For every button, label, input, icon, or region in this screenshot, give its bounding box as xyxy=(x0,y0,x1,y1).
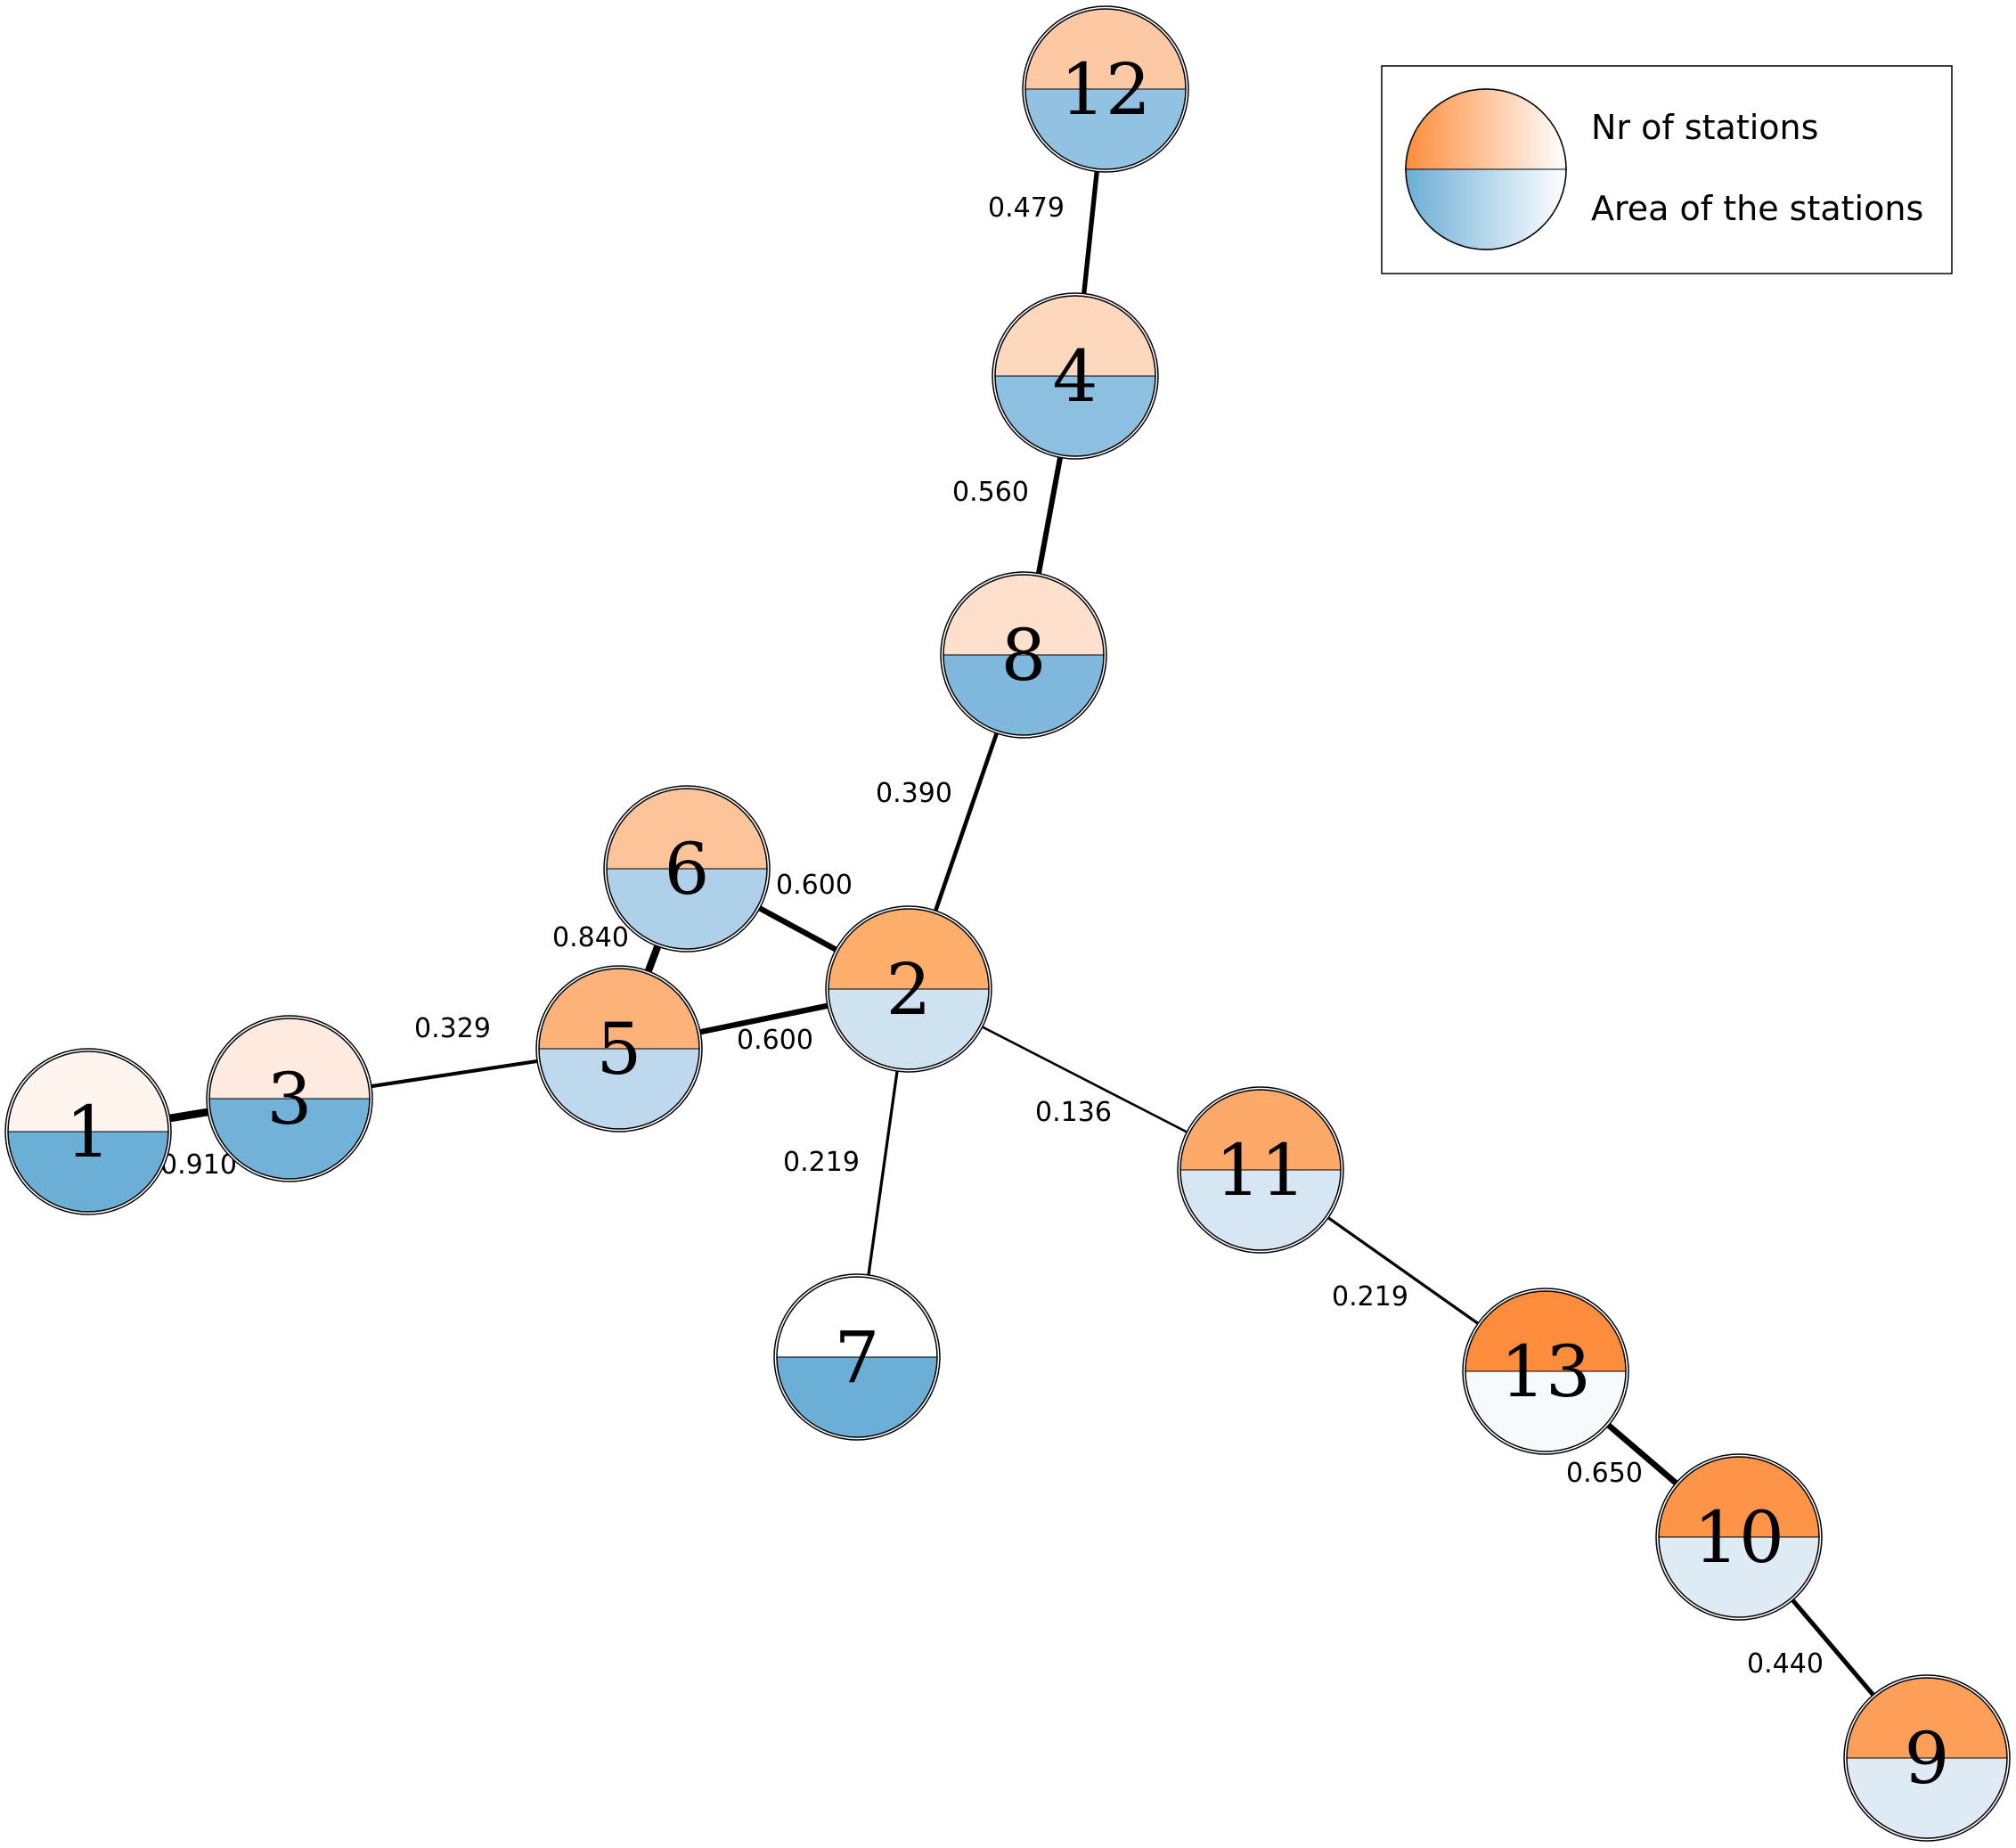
legend-swatch xyxy=(1405,88,1567,250)
node-5-label: 5 xyxy=(597,1008,642,1091)
node-13-bottom-half xyxy=(1465,1371,1626,1451)
node-7: 7 xyxy=(773,1273,941,1441)
node-3-bottom-half xyxy=(209,1099,370,1179)
legend-top-label: Nr of stations xyxy=(1591,108,1818,147)
node-1-top-half xyxy=(8,1051,168,1132)
edge-label-8-4: 0.560 xyxy=(952,477,1029,508)
node-3-top-half xyxy=(209,1018,370,1099)
legend-swatch-bottom xyxy=(1406,169,1566,249)
node-1-label: 1 xyxy=(66,1091,111,1173)
node-13: 13 xyxy=(1462,1288,1629,1455)
node-8-label: 8 xyxy=(1001,614,1047,697)
node-10-bottom-half xyxy=(1659,1537,1819,1617)
node-1: 1 xyxy=(4,1048,172,1215)
edge-label-2-7: 0.219 xyxy=(783,1147,860,1178)
node-5-inner-ring xyxy=(538,968,700,1130)
node-12: 12 xyxy=(1022,5,1189,173)
node-11-inner-ring xyxy=(1179,1089,1342,1251)
node-11-top-half xyxy=(1180,1090,1341,1170)
edge-label-6-2: 0.600 xyxy=(776,870,853,901)
node-3-label: 3 xyxy=(267,1058,313,1141)
node-1-bottom-half xyxy=(8,1132,168,1212)
edge-label-5-2: 0.600 xyxy=(737,1025,813,1056)
node-11-bottom-half xyxy=(1180,1170,1341,1250)
node-4-label: 4 xyxy=(1053,335,1098,418)
node-5-top-half xyxy=(539,969,699,1049)
node-10-label: 10 xyxy=(1694,1496,1784,1579)
node-9-inner-ring xyxy=(1846,1677,2008,1839)
node-13-top-half xyxy=(1465,1291,1626,1371)
node-7-label: 7 xyxy=(835,1316,880,1399)
node-2-inner-ring xyxy=(828,908,990,1070)
node-9: 9 xyxy=(1843,1674,2011,1842)
node-2-top-half xyxy=(828,909,989,989)
node-13-inner-ring xyxy=(1465,1290,1627,1452)
legend-swatch-top xyxy=(1406,89,1566,169)
node-5-bottom-half xyxy=(539,1049,699,1129)
node-8-top-half xyxy=(943,575,1104,655)
node-6-inner-ring xyxy=(606,788,768,950)
node-11: 11 xyxy=(1177,1086,1344,1254)
node-12-bottom-half xyxy=(1025,89,1186,169)
edge-label-4-12: 0.479 xyxy=(988,192,1065,224)
node-4: 4 xyxy=(992,292,1159,460)
edge-label-2-11: 0.136 xyxy=(1035,1097,1112,1128)
node-4-bottom-half xyxy=(995,376,1155,456)
node-2-bottom-half xyxy=(828,989,989,1069)
legend-bottom-label: Area of the stations xyxy=(1591,189,1923,228)
node-9-top-half xyxy=(1847,1678,2007,1758)
node-13-label: 13 xyxy=(1500,1330,1591,1413)
node-7-top-half xyxy=(777,1277,937,1357)
node-9-bottom-half xyxy=(1847,1758,2007,1838)
legend: Nr of stations Area of the stations xyxy=(1381,65,1953,274)
edge-label-13-10: 0.650 xyxy=(1566,1458,1643,1489)
node-10: 10 xyxy=(1655,1453,1823,1621)
node-2: 2 xyxy=(825,905,992,1073)
edge-label-1-3: 0.910 xyxy=(160,1149,237,1181)
edge-label-3-5: 0.329 xyxy=(414,1013,491,1044)
edge-label-2-8: 0.390 xyxy=(876,778,952,809)
node-8: 8 xyxy=(940,571,1107,739)
node-1-inner-ring xyxy=(7,1051,169,1213)
edge-label-10-9: 0.440 xyxy=(1747,1648,1824,1680)
node-9-label: 9 xyxy=(1905,1717,1950,1800)
node-10-inner-ring xyxy=(1658,1456,1820,1618)
node-3: 3 xyxy=(206,1015,373,1182)
edge-label-11-13: 0.219 xyxy=(1332,1281,1408,1312)
node-7-bottom-half xyxy=(777,1357,937,1437)
node-4-inner-ring xyxy=(994,295,1156,457)
node-4-top-half xyxy=(995,296,1155,376)
node-12-inner-ring xyxy=(1024,8,1187,170)
node-12-top-half xyxy=(1025,9,1186,89)
node-2-label: 2 xyxy=(886,948,932,1031)
node-8-bottom-half xyxy=(943,655,1104,735)
node-5: 5 xyxy=(535,965,703,1133)
node-8-inner-ring xyxy=(943,574,1105,736)
edge-label-5-6: 0.840 xyxy=(552,922,629,953)
node-6-label: 6 xyxy=(665,828,710,911)
node-12-label: 12 xyxy=(1060,48,1151,131)
node-7-inner-ring xyxy=(776,1276,938,1438)
edge-labels-layer: 0.910 0.329 0.840 0.600 0.600 0.390 0.560 0.479… xyxy=(160,192,1824,1680)
node-6-top-half xyxy=(607,789,767,869)
node-6: 6 xyxy=(603,785,771,953)
node-10-top-half xyxy=(1659,1457,1819,1537)
node-3-inner-ring xyxy=(208,1018,371,1180)
node-11-label: 11 xyxy=(1215,1129,1306,1212)
node-6-bottom-half xyxy=(607,869,767,949)
